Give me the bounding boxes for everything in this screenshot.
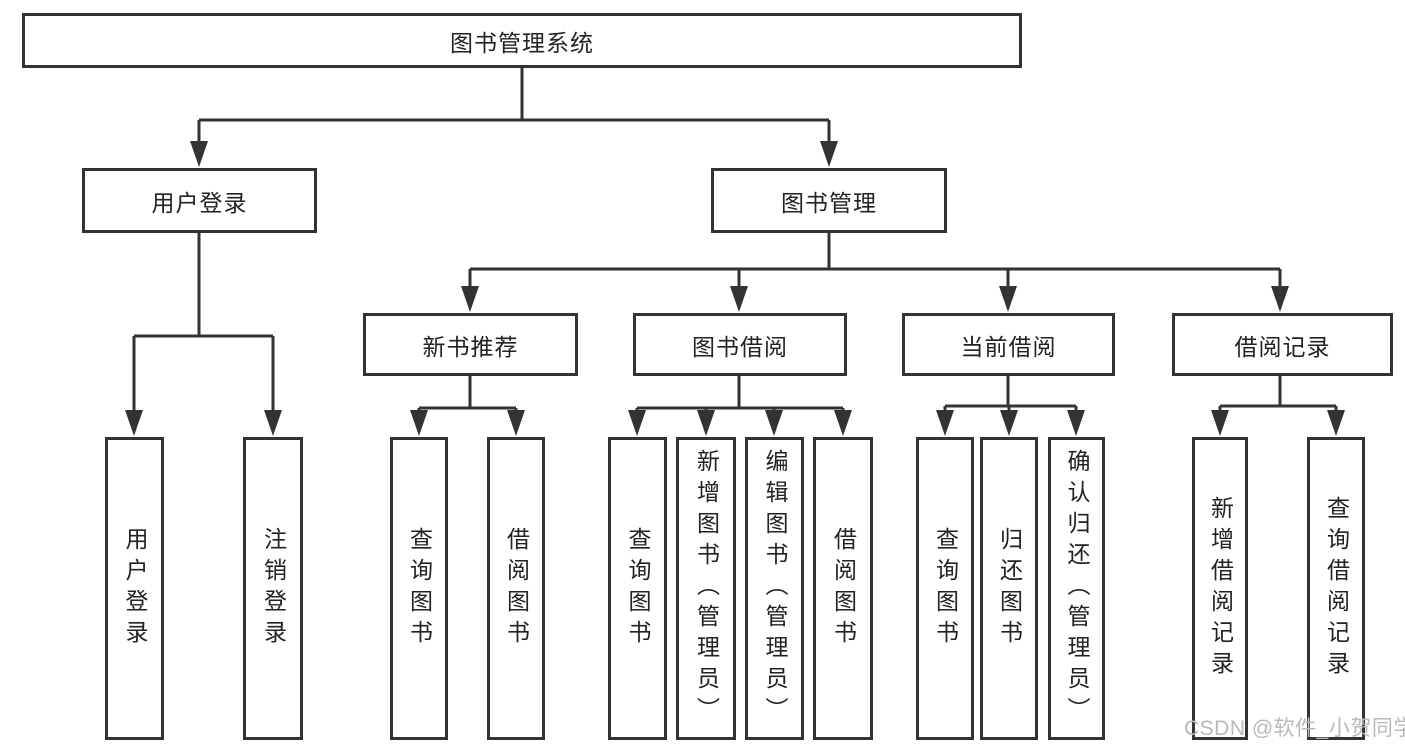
node-label: 用户登录 [151,189,248,216]
leaf-label: 借阅图书 [830,526,857,651]
leaf-label: 查询借阅记录 [1323,495,1350,682]
node-label: 借阅记录 [1234,333,1331,360]
node-label: 图书管理系统 [450,29,594,56]
leaf-logout: 注销登录 [243,437,303,740]
leaf-label: 确认归还（管理员） [1064,449,1090,728]
watermark: CSDN @软件_小贺同学 [1184,717,1405,740]
leaf-label: 查询图书 [406,526,433,651]
leaf-label: 查询图书 [625,526,651,651]
node-borrowing-records: 借阅记录 [1172,313,1393,376]
leaf-nbr-query-books: 查询图书 [390,437,448,740]
node-book-borrowing: 图书借阅 [633,313,847,376]
leaf-label: 编辑图书（管理员） [762,449,788,728]
leaf-label: 新增借阅记录 [1207,495,1234,682]
node-book-management: 图书管理 [711,168,947,233]
node-user-login: 用户登录 [82,168,317,233]
leaf-user-login: 用户登录 [105,437,164,740]
leaf-cb-return-books: 归还图书 [980,437,1038,740]
leaf-label: 用户登录 [122,526,148,651]
node-label: 图书借阅 [692,333,788,360]
leaf-label: 归还图书 [996,526,1023,651]
leaf-cb-query-books: 查询图书 [916,437,974,740]
node-current-borrowing: 当前借阅 [902,313,1115,376]
leaf-bb-query-books: 查询图书 [608,437,667,740]
leaf-label: 注销登录 [260,526,287,651]
leaf-bb-edit-books-admin: 编辑图书（管理员） [745,437,804,740]
leaf-label: 借阅图书 [503,526,530,651]
leaf-cb-confirm-return-admin: 确认归还（管理员） [1048,437,1105,740]
leaf-label: 查询图书 [932,526,959,651]
leaf-bb-add-books-admin: 新增图书（管理员） [676,437,736,740]
node-label: 图书管理 [781,189,877,216]
leaf-br-add-borrow-record: 新增借阅记录 [1192,437,1248,740]
node-label: 新书推荐 [422,333,519,360]
node-label: 当前借阅 [960,333,1057,360]
leaf-nbr-borrow-books: 借阅图书 [487,437,545,740]
leaf-br-query-borrow-record: 查询借阅记录 [1307,437,1365,740]
leaf-bb-borrow-books: 借阅图书 [813,437,873,740]
leaf-label: 新增图书（管理员） [693,449,720,728]
node-new-book-recommendation: 新书推荐 [363,313,578,376]
node-library-management-system: 图书管理系统 [22,13,1022,68]
